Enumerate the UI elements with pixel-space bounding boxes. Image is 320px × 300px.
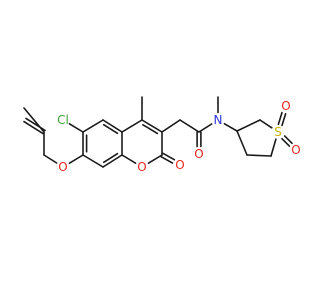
bond-s-os1-2 bbox=[277, 111, 283, 126]
bond-cam-n bbox=[198, 123, 213, 133]
bond-c8-c8a-2 bbox=[102, 152, 119, 164]
bond-s-os2 bbox=[281, 137, 291, 147]
atom-label-o-s2: O bbox=[291, 143, 300, 157]
bond-cb-cc-2 bbox=[23, 120, 44, 135]
atom-label-o-s1: O bbox=[281, 99, 290, 113]
bond-c8-c8a bbox=[102, 154, 123, 168]
bond-c4-c3-2 bbox=[142, 123, 159, 135]
bond-s-t5 bbox=[270, 138, 277, 157]
bond-c4a-c5-2 bbox=[102, 123, 119, 135]
bond-o1-c8a bbox=[121, 154, 137, 164]
atom-label-n: N bbox=[214, 113, 223, 127]
atom-label-o-ether: O bbox=[58, 160, 67, 174]
bond-c2-c2o-2 bbox=[162, 152, 176, 161]
atom-label-cl: Cl bbox=[57, 113, 69, 127]
bond-t3-t2 bbox=[236, 119, 261, 132]
bond-s-os1 bbox=[281, 112, 287, 127]
bond-t5-t4 bbox=[246, 154, 272, 157]
bond-c4a-c4 bbox=[121, 119, 143, 133]
bond-n-t3 bbox=[223, 122, 238, 132]
atom-label-o-lactone: O bbox=[175, 158, 184, 172]
atom-label-s: S bbox=[274, 125, 282, 139]
bond-c7-c8 bbox=[82, 154, 104, 168]
bond-c5-c6 bbox=[82, 119, 104, 133]
bond-c4a-c5 bbox=[102, 119, 123, 133]
bond-s-os2-2 bbox=[283, 135, 293, 145]
bond-c2-c2o bbox=[160, 155, 174, 164]
bond-ch2-cam bbox=[179, 119, 200, 133]
atom-label-o-amide: O bbox=[194, 147, 203, 161]
bond-c2-o1 bbox=[147, 154, 163, 164]
bond-c4-c3 bbox=[141, 119, 163, 133]
bond-c6-cl bbox=[68, 123, 84, 133]
atom-label-o-ring: O bbox=[137, 160, 146, 174]
bond-c3-ch2 bbox=[161, 119, 181, 133]
bond-cb-cd bbox=[23, 107, 45, 133]
bond-oe-ca bbox=[43, 154, 58, 164]
bonds bbox=[23, 96, 293, 168]
bond-c7-oe bbox=[68, 154, 84, 164]
bond-t4-t3 bbox=[236, 130, 248, 156]
bond-t2-s bbox=[259, 119, 273, 129]
